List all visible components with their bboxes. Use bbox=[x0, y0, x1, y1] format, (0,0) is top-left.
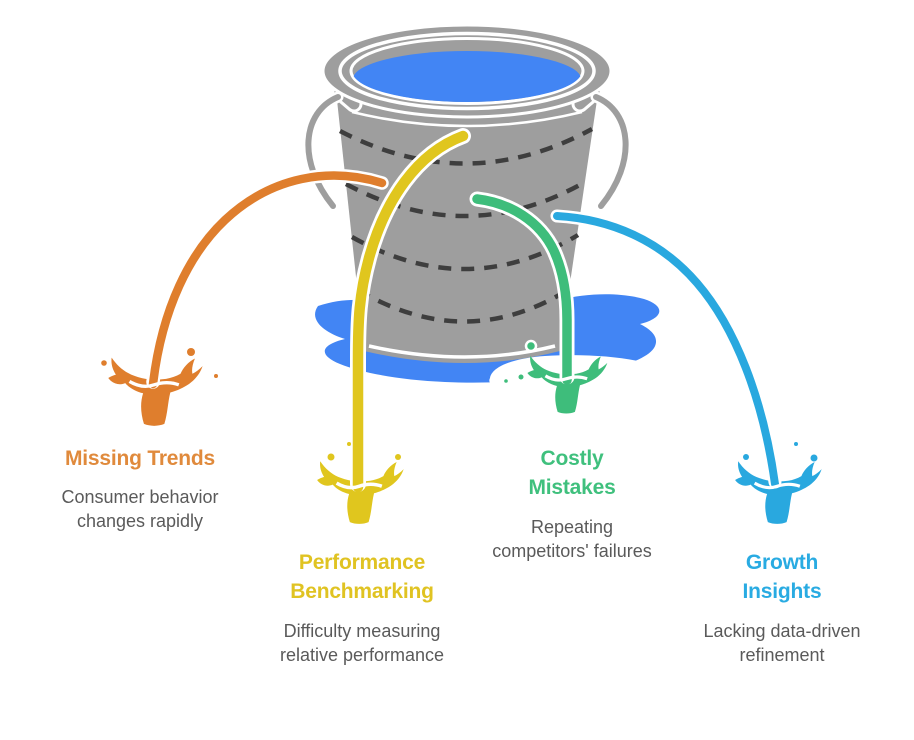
label-costly-mistakes: Costly Mistakes Repeating competitors' f… bbox=[442, 444, 702, 563]
leak-description: Difficulty measuring relative performanc… bbox=[232, 619, 492, 667]
leak-desc-line: Lacking data-driven bbox=[703, 621, 861, 641]
stream-growth bbox=[553, 212, 779, 488]
leak-title-line: Growth bbox=[745, 551, 819, 574]
leak-title-line: Benchmarking bbox=[290, 580, 434, 603]
label-missing-trends: Missing Trends Consumer behavior changes… bbox=[10, 444, 270, 533]
droplets-missing-trends bbox=[101, 348, 218, 378]
leak-description: Consumer behavior changes rapidly bbox=[10, 485, 270, 533]
band-1 bbox=[338, 127, 594, 166]
leak-description: Lacking data-driven refinement bbox=[652, 619, 912, 667]
stream-performance bbox=[352, 130, 469, 493]
leak-description: Repeating competitors' failures bbox=[442, 515, 702, 563]
leak-title: Growth Insights bbox=[652, 548, 912, 606]
drip-dot-on-bucket bbox=[524, 339, 538, 353]
leak-title-line: Mistakes bbox=[528, 476, 616, 499]
water-surface bbox=[353, 51, 581, 102]
leak-desc-line: Consumer behavior bbox=[61, 487, 219, 507]
leak-desc-line: changes rapidly bbox=[76, 511, 204, 531]
label-performance-benchmarking: Performance Benchmarking Difficulty meas… bbox=[232, 548, 492, 667]
stream-costly bbox=[472, 194, 572, 385]
bucket-rim-inner-ring bbox=[338, 31, 596, 111]
leak-desc-line: Difficulty measuring bbox=[283, 621, 441, 641]
label-growth-insights: Growth Insights Lacking data-driven refi… bbox=[652, 548, 912, 667]
leak-title-line: Insights bbox=[742, 580, 822, 603]
bucket-dashed-bands bbox=[338, 127, 594, 324]
droplets-growth bbox=[743, 442, 818, 462]
bucket-collar-line bbox=[351, 110, 583, 128]
leak-title: Missing Trends bbox=[10, 444, 270, 473]
leak-desc-line: relative performance bbox=[279, 645, 445, 665]
band-3 bbox=[350, 233, 580, 272]
band-4 bbox=[356, 286, 573, 324]
leak-title-line: Costly bbox=[540, 447, 604, 470]
leak-title-line: Performance bbox=[298, 551, 426, 574]
leak-title: Costly Mistakes bbox=[442, 444, 702, 502]
leak-desc-line: refinement bbox=[739, 645, 825, 665]
droplets-performance bbox=[327, 442, 401, 461]
bucket-body bbox=[337, 100, 597, 363]
stream-missing-trends bbox=[148, 171, 387, 389]
band-2 bbox=[344, 180, 587, 219]
leak-title: Performance Benchmarking bbox=[232, 548, 492, 606]
leak-desc-line: Repeating bbox=[530, 517, 614, 537]
leak-title-line: Missing Trends bbox=[64, 447, 216, 470]
leak-desc-line: competitors' failures bbox=[492, 541, 652, 561]
droplets-costly bbox=[504, 374, 524, 383]
